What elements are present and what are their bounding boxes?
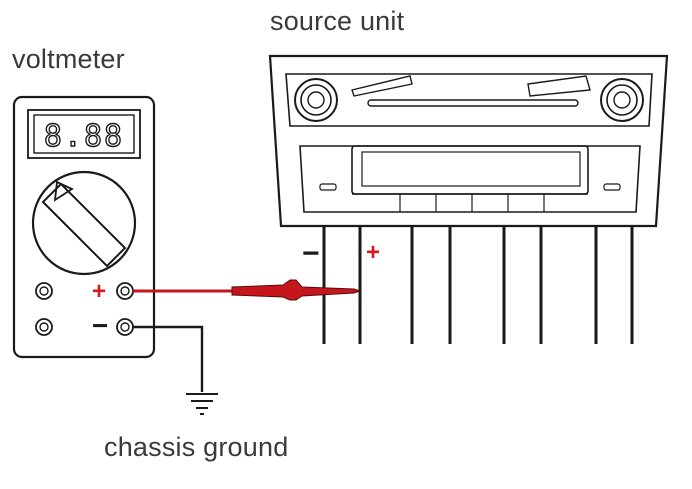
source-unit-upper-panel [285, 73, 653, 127]
left-knob-icon [294, 78, 338, 122]
jack-left-bottom [35, 318, 53, 336]
voltmeter-display-frame [27, 109, 141, 159]
source-unit-label: source unit [270, 6, 405, 36]
dial-icon [31, 170, 137, 276]
ground-icon [186, 393, 218, 415]
probe-handle [231, 279, 362, 301]
positive-probe [133, 279, 362, 301]
voltmeter-body [12, 95, 156, 359]
voltmeter [12, 95, 156, 359]
source-unit-lower-panel [299, 145, 641, 213]
jack-left-top [35, 282, 53, 300]
source-unit-body [268, 54, 669, 228]
wire-minus-sign: − [302, 237, 320, 270]
vent-right [527, 75, 591, 97]
display-window [351, 145, 589, 195]
wire-plus-sign: + [366, 239, 380, 266]
right-knob-icon [600, 78, 644, 122]
jack-negative [116, 318, 134, 336]
ground-lead [133, 325, 204, 392]
voltmeter-display-screen [33, 114, 135, 154]
vent-left [351, 75, 413, 97]
voltmeter-label: voltmeter [12, 44, 125, 74]
jack-positive [116, 282, 134, 300]
ground-wire [133, 325, 204, 392]
left-small-button [319, 183, 337, 191]
source-unit [268, 54, 669, 228]
display-window-inner [361, 151, 581, 187]
chassis-ground-label: chassis ground [104, 432, 289, 462]
cd-slot [367, 99, 579, 107]
source-unit-wires [322, 226, 634, 344]
meter-plus-sign: + [92, 278, 106, 305]
right-small-button [603, 183, 621, 191]
voltmeter-reading: 8.88 [44, 119, 124, 154]
meter-minus-sign: − [92, 310, 108, 341]
